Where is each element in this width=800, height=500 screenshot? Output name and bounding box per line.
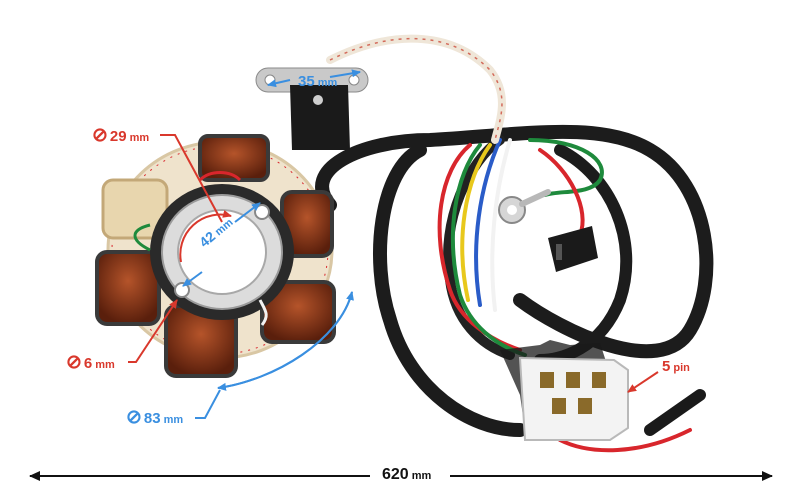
- colored-wires: [437, 138, 692, 453]
- diameter-symbol-icon: ⊘: [92, 125, 108, 146]
- stator: [95, 134, 336, 378]
- bolt-circle-unit: mm: [129, 132, 150, 144]
- bullet-connector: [548, 226, 598, 272]
- pin-count-arrow: [627, 371, 659, 393]
- pickup-width-value: 35: [298, 73, 315, 90]
- wire-harness: [315, 124, 714, 437]
- pickup-width-arrow-right: [329, 69, 361, 78]
- mount-hole-unit: mm: [95, 359, 115, 371]
- pickup-width-unit: mm: [317, 77, 338, 89]
- center-hole-arrow-b: [182, 271, 203, 287]
- pin-count-value: 5: [662, 358, 671, 375]
- total-length-value: 620: [382, 466, 409, 483]
- bolt-circle-value: 29: [109, 128, 127, 145]
- outer-diameter-unit: mm: [163, 414, 184, 426]
- ground-ring-terminal: [498, 189, 551, 224]
- outer-diameter-arc-back: [217, 291, 353, 391]
- bolt-circle-leader: [160, 134, 223, 223]
- five-pin-connector: [500, 340, 629, 441]
- pin-count-unit: pin: [673, 362, 690, 374]
- dimension-lines: [29, 69, 773, 481]
- stator-coils: [95, 134, 336, 378]
- pickup-lead-weave: [329, 37, 503, 141]
- outer-diameter-value: 83: [143, 410, 161, 427]
- mount-hole-value: 6: [83, 355, 93, 372]
- center-hole-arc: [179, 210, 232, 263]
- pickup-width-arrow-left: [267, 79, 291, 88]
- mount-hole-leader: [128, 299, 178, 363]
- diameter-symbol-icon: ⊘: [66, 352, 82, 373]
- diameter-symbol-icon: ⊘: [126, 407, 142, 428]
- wire-end-sleeve: [644, 389, 706, 436]
- center-hole-arrow-a: [234, 202, 261, 223]
- outer-diameter-leader: [195, 389, 221, 419]
- total-length-unit: mm: [411, 470, 432, 482]
